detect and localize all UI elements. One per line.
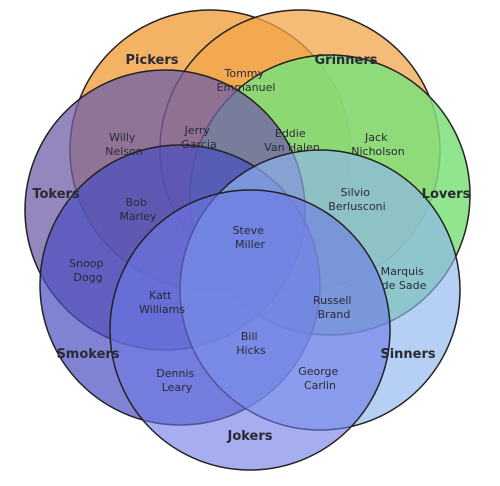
- snoop-dogg-label: Snoop Dogg: [69, 257, 107, 284]
- bill-hicks-label: Bill Hicks: [236, 330, 266, 357]
- eddie-van-halen-label: Eddie Van Halen: [264, 127, 320, 154]
- katt-williams-label: Katt Williams: [139, 289, 185, 316]
- steve-miller-label: Steve Miller: [233, 224, 268, 251]
- set-circles: [24, 9, 471, 471]
- george-carlin-label: George Carlin: [298, 365, 342, 392]
- russell-brand-label: Russell Brand: [313, 294, 355, 321]
- jerry-garcia-label: Jerry Garcia: [181, 124, 216, 151]
- silvio-berlusconi-label: Silvio Berlusconi: [328, 186, 385, 213]
- grinners-label: Grinners: [314, 53, 377, 68]
- jokers-circle: [109, 189, 391, 471]
- lovers-label: Lovers: [422, 187, 471, 202]
- jokers-label: Jokers: [226, 429, 272, 444]
- bob-marley-label: Bob Marley: [119, 196, 157, 223]
- pickers-label: Pickers: [126, 53, 179, 68]
- set-labels: Pickers Grinners Tokers Lovers Smokers S…: [32, 53, 470, 444]
- dennis-leary-label: Dennis Leary: [156, 367, 197, 394]
- willy-nelson-label: Willy Nelson: [105, 131, 143, 158]
- jack-nicholson-label: Jack Nicholson: [351, 131, 405, 158]
- tommy-emmanuel-label: Tommy Emmanuel: [217, 67, 276, 94]
- tokers-label: Tokers: [32, 187, 80, 202]
- sinners-label: Sinners: [380, 347, 436, 362]
- smokers-label: Smokers: [56, 347, 119, 362]
- people-labels: Tommy Emmanuel Willy Nelson Jerry Garcia…: [69, 67, 427, 394]
- marquis-de-sade-label: Marquis de Sade: [381, 265, 428, 292]
